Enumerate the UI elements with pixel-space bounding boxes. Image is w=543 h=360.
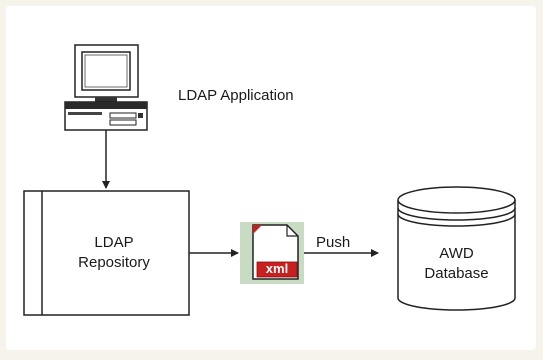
database-icon — [397, 186, 516, 311]
repository-label: LDAP Repository — [40, 233, 188, 273]
computer-icon — [64, 44, 148, 131]
xml-file-icon — [240, 222, 304, 284]
repository-label-line1: LDAP — [94, 234, 134, 251]
push-label: Push — [316, 234, 351, 251]
database-label-line2: Database — [424, 265, 489, 282]
xml-label: xml — [265, 261, 289, 276]
repository-box — [23, 190, 190, 316]
repository-label-line2: Repository — [78, 254, 150, 271]
database-label: AWD Database — [398, 244, 515, 284]
database-label-line1: AWD — [439, 245, 474, 262]
app-label: LDAP Application — [178, 87, 294, 104]
